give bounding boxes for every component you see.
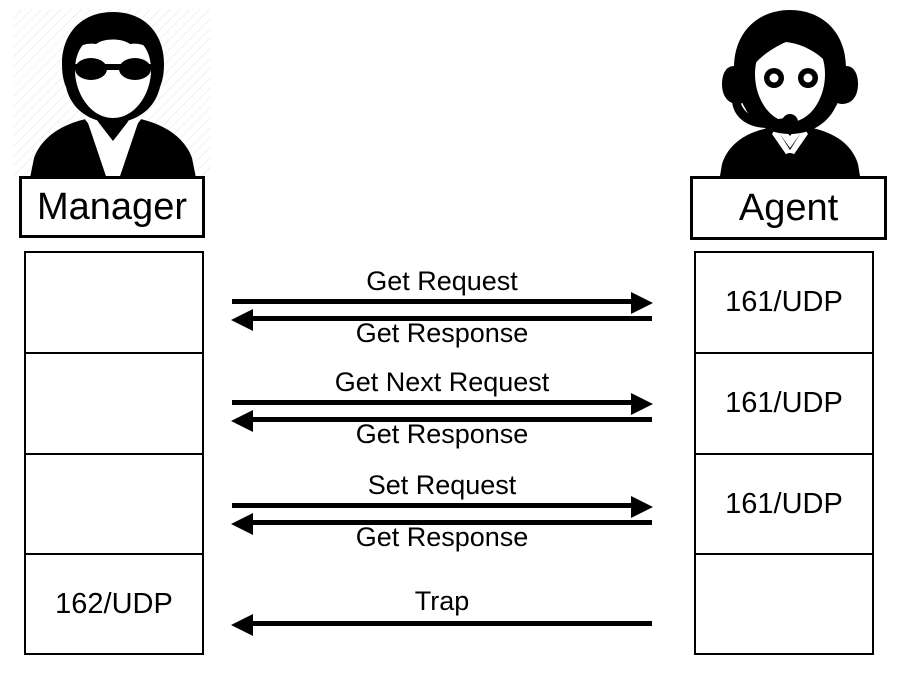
agent-port-cell: 161/UDP [696,253,872,354]
arrow-shaft [252,417,652,422]
agent-port-label: 161/UDP [725,387,843,419]
manager-port-stack: 162/UDP [24,251,204,655]
message-label-get-response-2: Get Response [355,419,529,449]
agent-nameplate: Agent [690,176,887,240]
agent-port-label: 161/UDP [725,487,843,520]
arrow-shaft [232,503,632,508]
manager-port-cell: 162/UDP [26,555,202,653]
arrow-shaft [232,299,632,304]
arrowhead-left-icon [231,614,253,636]
agent-port-cell: 161/UDP [696,455,872,555]
arrow-shaft [232,400,632,405]
agent-port-cell [696,555,872,653]
arrowhead-left-icon [231,410,253,432]
arrowhead-left-icon [231,309,253,331]
manager-label: Manager [37,186,187,228]
agent-label: Agent [738,187,839,229]
manager-port-cell [26,253,202,354]
arrow-shaft [252,520,652,525]
manager-person-icon [18,8,208,188]
agent-headset-person-icon [700,8,880,188]
agent-port-cell: 161/UDP [696,354,872,455]
message-label-get-next-request: Get Next Request [334,367,550,397]
arrow-shaft [252,621,652,626]
arrowhead-right-icon [631,292,653,314]
arrowhead-right-icon [631,393,653,415]
message-label-get-response-3: Get Response [355,522,529,552]
message-label-set-request: Set Request [367,470,517,500]
message-label-get-response-1: Get Response [355,318,529,348]
message-label-get-request: Get Request [366,266,518,296]
message-label-trap: Trap [414,586,470,616]
manager-port-label: 162/UDP [55,587,173,620]
agent-port-label: 161/UDP [725,286,843,318]
manager-port-cell [26,354,202,455]
arrowhead-left-icon [231,513,253,535]
manager-nameplate: Manager [19,176,205,238]
arrowhead-right-icon [631,496,653,518]
agent-port-stack: 161/UDP 161/UDP 161/UDP [694,251,874,655]
arrow-shaft [252,316,652,321]
manager-port-cell [26,455,202,555]
